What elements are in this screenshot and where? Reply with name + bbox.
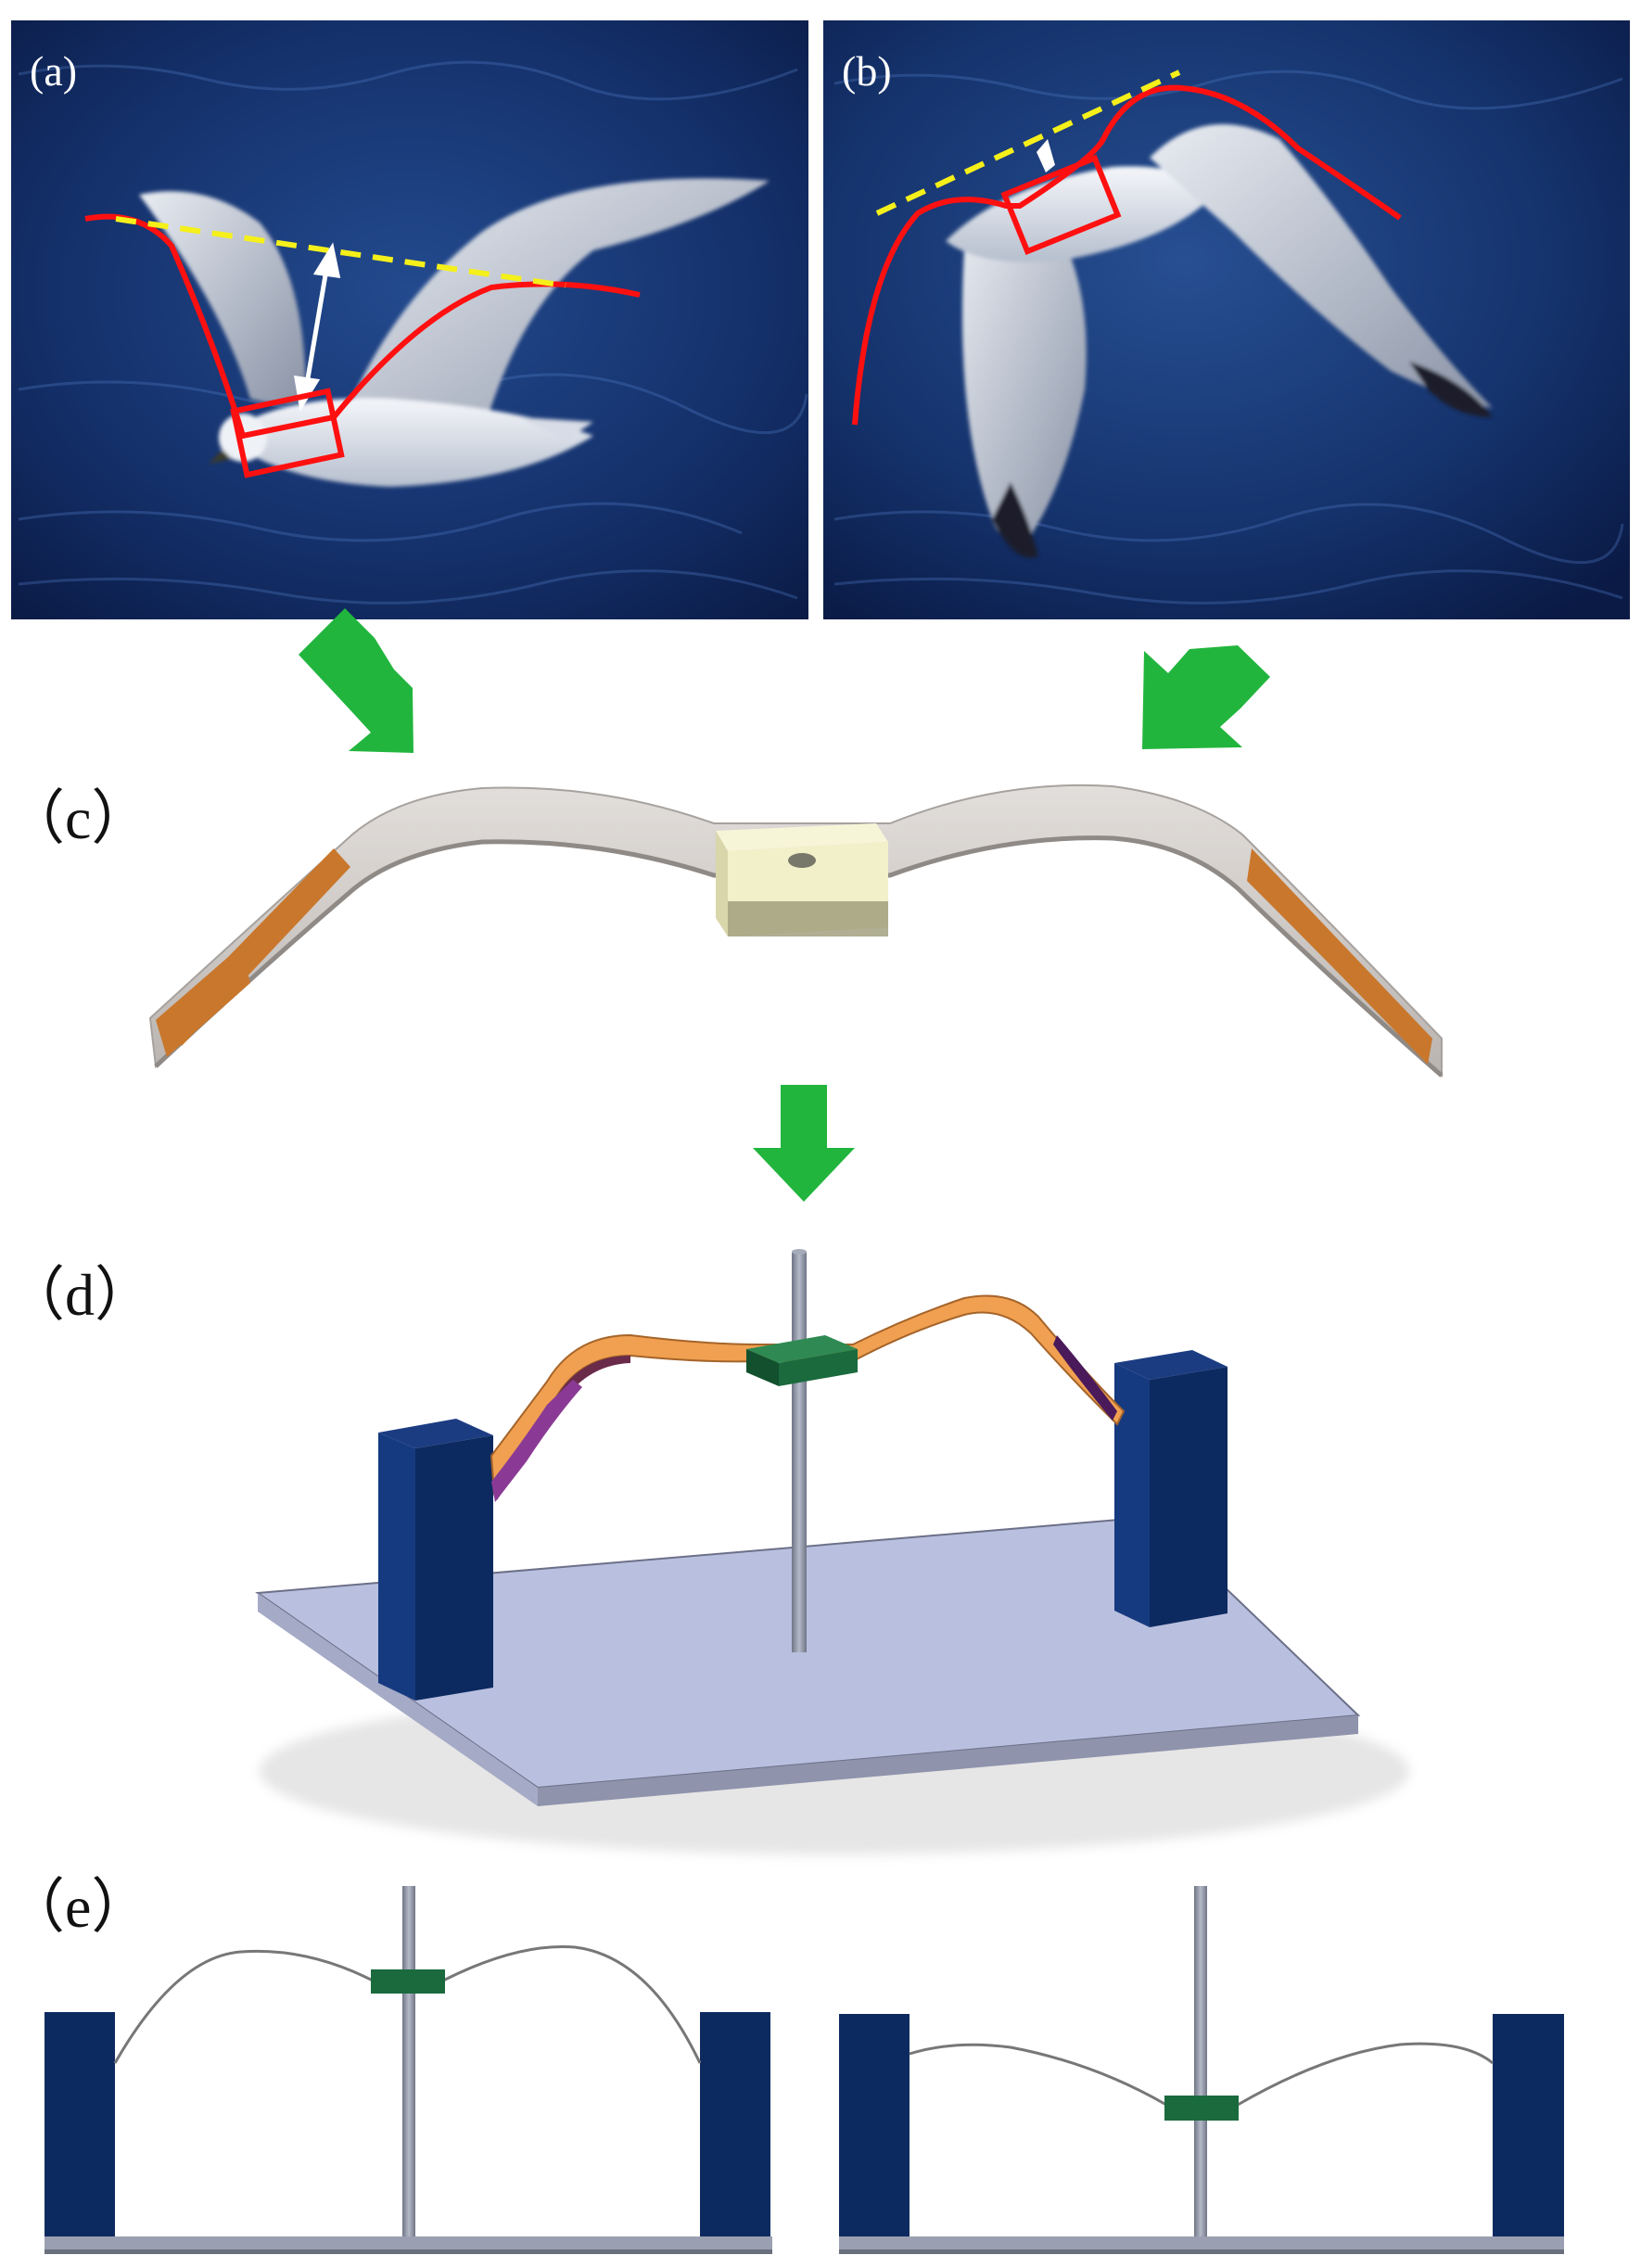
panel-label-e: （e） xyxy=(6,1874,150,1940)
block-bottom-shade xyxy=(728,901,888,937)
side-view-state-down xyxy=(839,1886,1564,2254)
body-block-marker-a xyxy=(230,388,345,478)
rod-cap xyxy=(792,1249,807,1255)
right-pillar xyxy=(1114,1350,1228,1627)
block-top-face xyxy=(716,823,888,851)
clamp-a xyxy=(371,1969,445,1994)
panel-label-b: (b) xyxy=(842,47,892,95)
wing-profile-curve-b xyxy=(852,84,1402,426)
purple-piezo-patch-left xyxy=(491,1380,582,1502)
purple-piezo-patch-right xyxy=(1053,1335,1117,1421)
pillar-right-b xyxy=(1493,2014,1564,2236)
left-wing-a xyxy=(139,191,306,403)
panel-c: （c） xyxy=(6,784,1444,1078)
side-view-state-up xyxy=(45,1886,772,2254)
right-wing-a xyxy=(352,178,770,436)
panel-b: (b) xyxy=(823,20,1630,619)
left-wing-b xyxy=(962,213,1087,541)
body-b xyxy=(946,166,1215,262)
block-left-face xyxy=(716,831,728,937)
pillar-right-a xyxy=(700,2012,770,2236)
base-plate-side-left xyxy=(45,2236,772,2249)
block-hole xyxy=(788,853,816,868)
base-plate-side-right xyxy=(839,2236,1564,2249)
bow-height-arrow-b xyxy=(1037,139,1055,172)
tail-a xyxy=(519,417,593,440)
down-right-arrow-icon xyxy=(299,608,413,753)
right-piezo-patch xyxy=(1247,848,1432,1064)
down-arrow-icon xyxy=(753,1085,855,1202)
pillar-left-b xyxy=(839,2014,910,2236)
vertical-rod xyxy=(792,1252,807,1652)
panel-d: （d） xyxy=(6,1249,1409,1854)
panel-label-d: （d） xyxy=(6,1262,154,1328)
base-plate-edge-left xyxy=(45,2249,772,2254)
right-wingtip-b xyxy=(1409,362,1493,417)
body-block-marker-b xyxy=(1000,154,1122,255)
beak-a xyxy=(209,450,232,464)
panel-a: (a) xyxy=(11,20,808,619)
base-plate-front xyxy=(538,1715,1358,1806)
down-left-arrow-icon xyxy=(1142,645,1270,749)
panel-e: （e） xyxy=(6,1874,1564,2254)
orange-beam xyxy=(490,1294,1126,1497)
strip-front-edge xyxy=(154,835,1444,1077)
left-pillar xyxy=(378,1419,493,1701)
panel-b-photo-background xyxy=(823,20,1630,619)
panel-label-c: （c） xyxy=(6,785,150,851)
right-wing-b xyxy=(1150,124,1493,408)
center-clamp xyxy=(746,1335,858,1386)
reference-dashed-line-b xyxy=(875,70,1181,216)
reference-dashed-line-a xyxy=(115,216,566,288)
rod-b xyxy=(1194,1886,1207,2236)
sea-wave-texture-b xyxy=(833,70,1624,605)
rod-a xyxy=(402,1886,415,2236)
base-plate-edge-right xyxy=(839,2249,1564,2254)
clamp-b xyxy=(1164,2096,1239,2121)
base-plate-left xyxy=(258,1593,538,1806)
left-wingtip-b xyxy=(992,482,1038,558)
left-piezo-patch-top xyxy=(167,848,350,1046)
seagull-photo-b xyxy=(946,124,1493,558)
center-mass-block xyxy=(716,823,888,937)
panel-label-a: (a) xyxy=(30,47,77,95)
pillar-left-a xyxy=(45,2012,115,2236)
